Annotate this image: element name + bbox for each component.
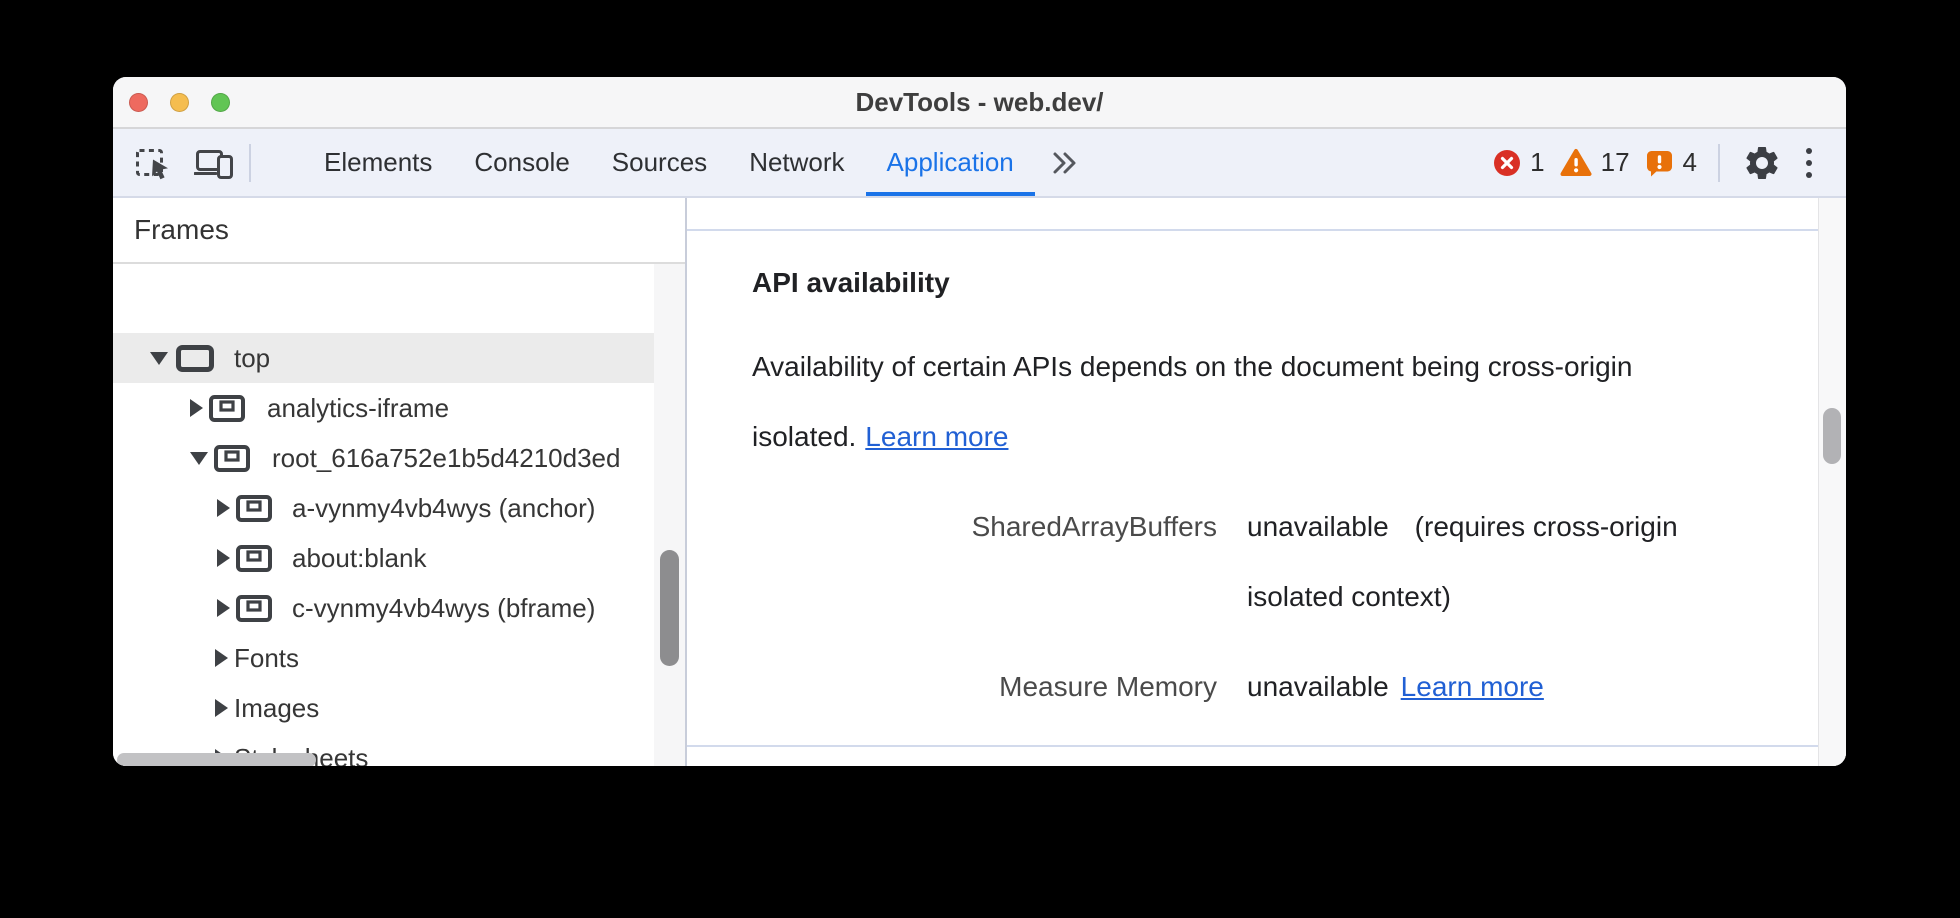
toolbar-divider [249, 143, 251, 182]
tree-item-analytics-iframe[interactable]: analytics-iframe [113, 383, 655, 433]
iframe-icon [236, 494, 272, 522]
tree-item-fonts[interactable]: Fonts [113, 633, 655, 683]
traffic-lights [113, 92, 230, 112]
chevron-right-icon[interactable] [215, 649, 228, 667]
tab-application[interactable]: Application [865, 129, 1035, 196]
tree-item-root-frame[interactable]: root_616a752e1b5d4210d3ed [113, 433, 655, 483]
chevron-right-icon[interactable] [217, 499, 230, 517]
close-window-icon[interactable] [129, 92, 148, 112]
chevron-right-icon[interactable] [217, 599, 230, 617]
tree-item-label: Fonts [234, 642, 300, 673]
window-title: DevTools - web.dev/ [855, 86, 1104, 117]
tree-item-about-blank[interactable]: about:blank [113, 533, 655, 583]
api-status: unavailable Learn more [1247, 652, 1747, 722]
issues-count: 4 [1682, 147, 1697, 177]
warning-badge[interactable]: 17 [1560, 147, 1630, 178]
status-value: unavailable [1247, 511, 1389, 542]
tree-item-label: about:blank [292, 542, 427, 573]
tree-item-label: top [234, 342, 271, 373]
toolbar-divider [1718, 143, 1720, 182]
tree-item-label: a-vynmy4vb4wys (anchor) [292, 492, 596, 523]
learn-more-link[interactable]: Learn more [1400, 671, 1544, 702]
sidebar-horizontal-scrollbar-thumb[interactable] [117, 753, 316, 766]
panel-scrollbar-track [1818, 198, 1846, 766]
chevron-right-icon[interactable] [190, 399, 203, 417]
zoom-window-icon[interactable] [211, 92, 230, 112]
panel-tabs: Elements Console Sources Network Applica… [303, 129, 1095, 196]
application-sidebar: Frames top analytics-iframe [113, 198, 687, 766]
chevron-down-icon[interactable] [190, 451, 208, 465]
tab-network[interactable]: Network [749, 147, 845, 177]
error-icon [1494, 149, 1521, 176]
sidebar-scrollbar-track [654, 264, 685, 766]
tree-item-bframe[interactable]: c-vynmy4vb4wys (bframe) [113, 583, 655, 633]
warning-count: 17 [1600, 147, 1630, 177]
section-divider [687, 229, 1818, 231]
iframe-icon [236, 594, 272, 622]
iframe-icon [209, 394, 245, 422]
description-text: Availability of certain APIs depends on … [752, 351, 1633, 452]
toolbar-right: 1 17 4 [1493, 129, 1846, 196]
status-detail: (requires cross-origin isolated context) [1247, 511, 1678, 612]
tree-item-label: Images [234, 692, 320, 723]
iframe-icon [236, 544, 272, 572]
tab-console[interactable]: Console [474, 147, 570, 177]
iframe-icon [214, 444, 250, 472]
learn-more-link[interactable]: Learn more [865, 421, 1009, 452]
tab-sources[interactable]: Sources [611, 147, 708, 177]
chevron-right-icon[interactable] [215, 699, 228, 717]
section-divider [687, 745, 1818, 747]
tree-item-images[interactable]: Images [113, 683, 655, 733]
devtools-toolbar: Elements Console Sources Network Applica… [113, 129, 1846, 198]
minimize-window-icon[interactable] [170, 92, 189, 112]
frame-icon [176, 344, 214, 372]
chevron-right-icon[interactable] [217, 549, 230, 567]
kebab-menu-icon[interactable] [1798, 147, 1820, 178]
title-bar: DevTools - web.dev/ [113, 77, 1846, 129]
tree-item-label: c-vynmy4vb4wys (bframe) [292, 592, 596, 623]
gear-icon[interactable] [1741, 142, 1783, 184]
issues-icon [1646, 150, 1672, 176]
device-toolbar-icon[interactable] [193, 142, 235, 184]
section-description: Availability of certain APIs depends on … [752, 332, 1762, 472]
error-count: 1 [1530, 147, 1545, 177]
issues-badge[interactable]: 4 [1645, 147, 1697, 178]
devtools-content: Frames top analytics-iframe [113, 198, 1846, 766]
inspect-icon[interactable] [133, 142, 175, 184]
more-tabs-icon[interactable] [1035, 129, 1095, 196]
status-value: unavailable [1247, 671, 1389, 702]
toolbar-left-icons [113, 129, 235, 196]
tree-item-top[interactable]: top [113, 333, 655, 383]
chevron-down-icon[interactable] [150, 351, 168, 365]
sidebar-scrollbar-thumb[interactable] [660, 550, 679, 666]
tab-elements[interactable]: Elements [324, 147, 433, 177]
section-title: API availability [752, 267, 950, 298]
api-name: Measure Memory [999, 671, 1217, 702]
devtools-window: DevTools - web.dev/ Elements Console [113, 77, 1846, 766]
warning-icon [1560, 149, 1592, 176]
error-badge[interactable]: 1 [1493, 147, 1545, 178]
panel-scrollbar-thumb[interactable] [1823, 408, 1841, 464]
tree-item-label: analytics-iframe [267, 392, 450, 423]
api-status: unavailable(requires cross-origin isolat… [1247, 492, 1747, 632]
application-report-panel: API availability Availability of certain… [687, 198, 1846, 766]
tree-item-anchor-frame[interactable]: a-vynmy4vb4wys (anchor) [113, 483, 655, 533]
frames-section-header[interactable]: Frames [113, 198, 685, 264]
tree-item-label: root_616a752e1b5d4210d3ed [272, 442, 621, 473]
frames-tree: top analytics-iframe root_616a752e1b5d42… [113, 264, 655, 766]
api-name: SharedArrayBuffers [971, 511, 1217, 542]
